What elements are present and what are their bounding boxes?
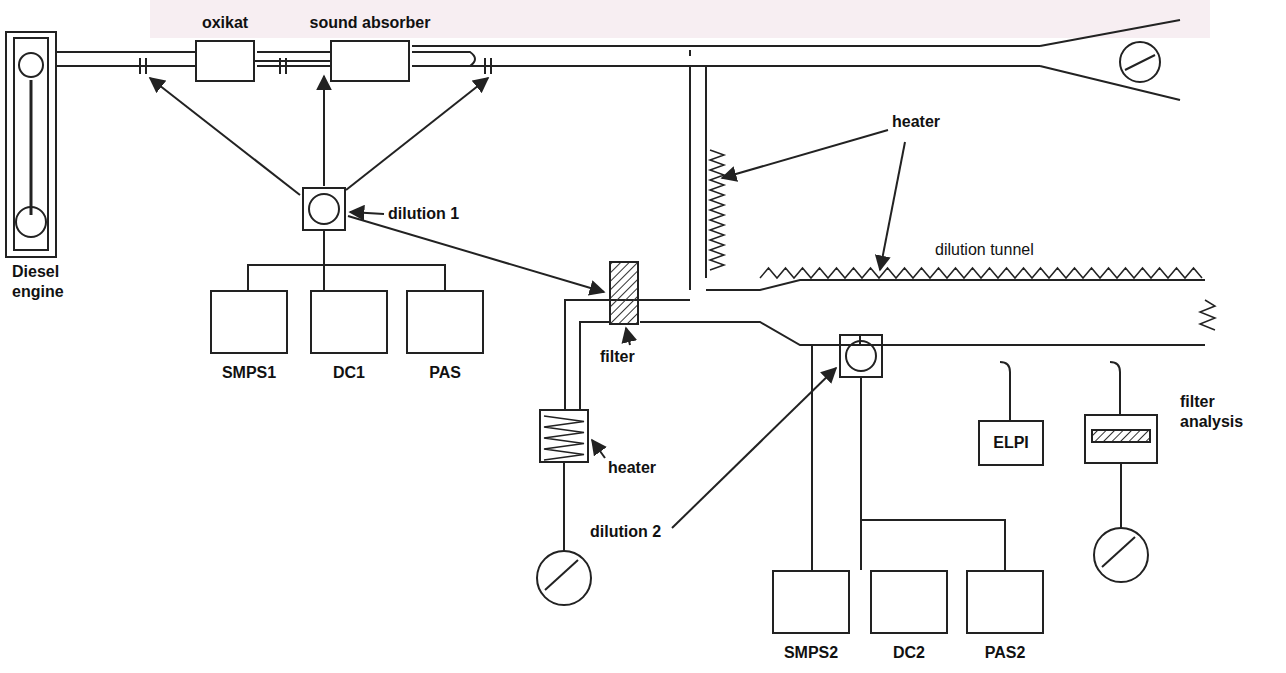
part-label: Diesel engine — [12, 262, 80, 302]
background-band — [150, 0, 1210, 38]
engine-block — [6, 32, 56, 257]
instrument-box: SMPS2 — [772, 570, 850, 662]
instrument-box: DC2 — [870, 570, 948, 662]
diluter — [303, 188, 345, 230]
conrod — [30, 80, 33, 215]
pipe-connector — [255, 60, 330, 62]
box-outline — [772, 570, 850, 634]
box-label: PAS — [429, 364, 461, 382]
box-label: DC2 — [893, 644, 925, 662]
box-outline — [406, 290, 484, 354]
part-label: dilution tunnel — [935, 240, 1034, 260]
part-label: filter analysis — [1180, 392, 1260, 432]
exhaust-fan — [1120, 42, 1160, 82]
instrument-box: ELPI — [978, 420, 1044, 466]
box-outline — [330, 40, 410, 82]
part-label: heater — [892, 112, 940, 132]
box-outline — [210, 290, 288, 354]
box-outline — [195, 40, 255, 82]
instrument-box: PAS2 — [966, 570, 1044, 662]
part-label: dilution 1 — [388, 204, 459, 224]
instrument-box: PAS — [406, 290, 484, 382]
box-label: ELPI — [993, 434, 1029, 452]
part-label: filter — [600, 347, 635, 367]
box-label: oxikat — [202, 14, 248, 32]
box-label: SMPS1 — [222, 364, 276, 382]
filter-element — [610, 262, 638, 324]
part-label: dilution 2 — [590, 522, 661, 542]
pump — [1094, 528, 1148, 582]
box-label: SMPS2 — [784, 644, 838, 662]
instrument-box: SMPS1 — [210, 290, 288, 382]
heater-coil — [760, 268, 1202, 278]
instrument-box: sound absorber — [310, 14, 431, 82]
box-label: sound absorber — [310, 14, 431, 32]
turbo — [19, 53, 43, 77]
box-label: PAS2 — [985, 644, 1026, 662]
instrument-box: DC1 — [310, 290, 388, 382]
box-label: DC1 — [333, 364, 365, 382]
box-outline — [870, 570, 948, 634]
filter-holder — [1085, 415, 1157, 463]
diluter — [840, 335, 882, 377]
heater-coil — [710, 150, 724, 270]
pump — [537, 551, 591, 605]
box-outline — [966, 570, 1044, 634]
cylinder — [14, 38, 48, 250]
box-outline — [310, 290, 388, 354]
instrument-box: oxikat — [195, 14, 255, 82]
part-label: heater — [608, 458, 656, 478]
heater-box — [540, 410, 588, 462]
